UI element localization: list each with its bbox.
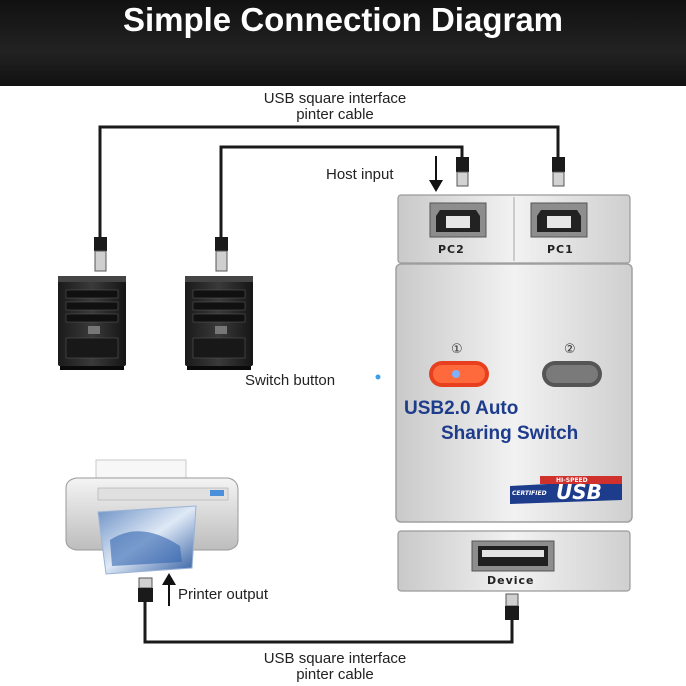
usb-logo: [510, 476, 622, 504]
usb-a-plug-left-pc: [94, 237, 107, 272]
top-cable-label-line1: USB square interface: [263, 90, 407, 107]
title-banner: Simple Connection Diagram: [0, 0, 686, 86]
usb-logo-text: USB: [556, 480, 602, 504]
bottom-cable: [143, 600, 514, 644]
printer: [65, 459, 239, 575]
device-name-line1: USB2.0 Auto: [404, 398, 519, 419]
button-2-number: ②: [564, 342, 576, 357]
port-label-device: Device: [487, 574, 535, 587]
diagram-title: Simple Connection Diagram: [122, 1, 564, 38]
top-cable-label-line2: pinter cable: [296, 106, 374, 123]
usb-b-plug-printer: [138, 577, 153, 602]
usb-a-plug-right-pc: [215, 237, 228, 272]
switch-button-pointer-dot: [375, 374, 381, 380]
device-name-line2: Sharing Switch: [441, 423, 579, 444]
usb-logo-certified: CERTIFIED: [512, 490, 547, 497]
usb-a-port-device: [471, 540, 555, 572]
printer-output-label: Printer output: [178, 586, 269, 603]
port-label-pc1: PC1: [547, 243, 574, 256]
switch-button-2[interactable]: [542, 361, 602, 387]
usb-logo-hispeed: HI-SPEED: [556, 477, 588, 484]
usb-b-port-pc2: [429, 202, 487, 238]
host-input-arrow: [429, 156, 443, 192]
port-label-pc2: PC2: [438, 243, 465, 256]
top-cable-pc1: [98, 125, 560, 245]
switch-button-1[interactable]: [429, 361, 489, 387]
top-cable-pc2: [219, 145, 464, 245]
bottom-cable-label-line2: pinter cable: [296, 666, 374, 683]
usb-b-plug-pc1: [552, 157, 565, 187]
switch-button-label: Switch button: [245, 372, 336, 389]
host-input-label: Host input: [326, 166, 394, 183]
usb-b-plug-pc2: [456, 157, 469, 187]
button-1-number: ①: [451, 342, 463, 357]
computer-right: [185, 276, 253, 370]
usb-a-plug-device: [505, 593, 519, 620]
usb-b-port-pc1: [530, 202, 588, 238]
printer-output-arrow: [162, 573, 176, 606]
bottom-cable-label-line1: USB square interface: [263, 650, 407, 667]
computer-left: [58, 276, 126, 370]
switch-body: [395, 263, 633, 523]
